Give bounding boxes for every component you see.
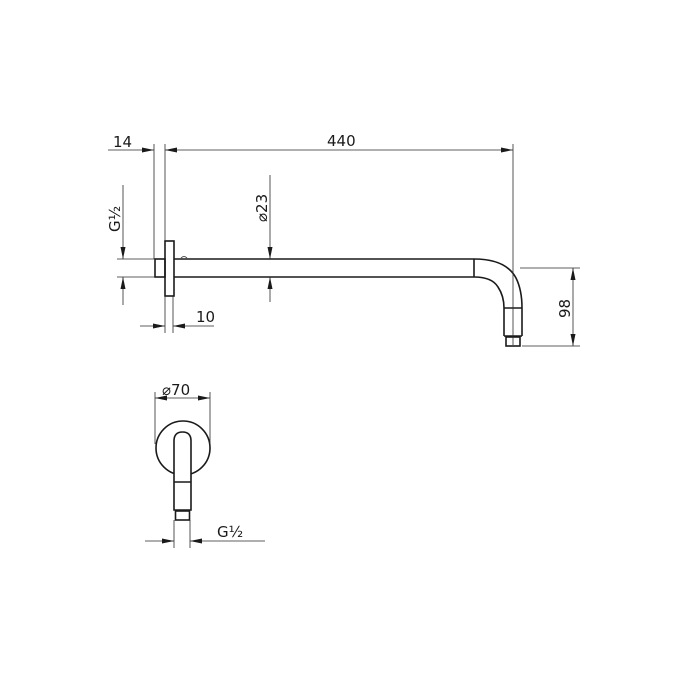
dim-inlet-thread: G½: [106, 185, 155, 305]
weld-mark: [180, 256, 188, 259]
arm-front: [173, 431, 192, 511]
wall-flange: [164, 240, 175, 297]
dim-drop-height: 98: [520, 267, 580, 347]
bend-inner: [473, 276, 505, 309]
side-view: [154, 240, 523, 347]
bend-outer: [473, 258, 523, 309]
dim-pipe-diameter: ⌀23: [253, 175, 273, 302]
dim-outlet-thread: G½: [145, 520, 265, 548]
dim-inlet-thread-label: G½: [106, 206, 124, 232]
inlet-nipple: [154, 258, 166, 278]
dim-top: 14 440: [108, 132, 514, 345]
dim-outlet-thread-label: G½: [217, 523, 243, 541]
dim-drop-height-label: 98: [556, 299, 574, 318]
dim-nipple-length-label: 10: [196, 308, 215, 326]
dim-flange-thickness: 14: [113, 133, 132, 151]
dim-arm-length: 440: [327, 132, 356, 150]
dim-flange-diameter: ⌀70: [154, 381, 211, 444]
dim-nipple-length: 10: [140, 296, 215, 333]
dim-pipe-diameter-label: ⌀23: [253, 194, 271, 222]
front-view: [155, 420, 211, 521]
front-outlet-nipple: [174, 510, 191, 521]
dim-flange-diameter-label: ⌀70: [162, 381, 190, 399]
